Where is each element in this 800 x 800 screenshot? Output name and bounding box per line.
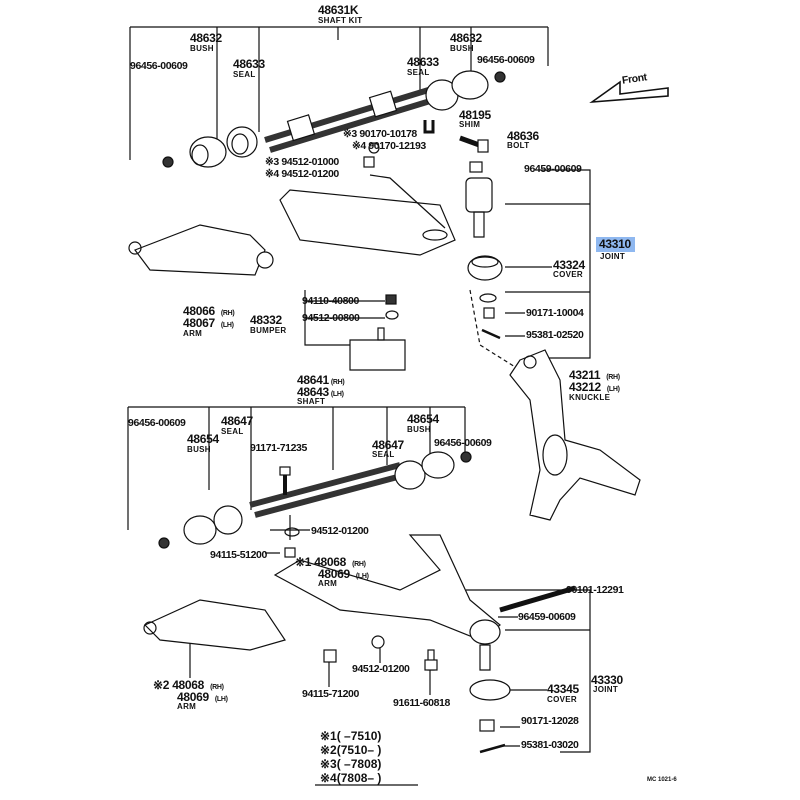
bumper-nut-part-number[interactable]: 94110-40800 — [302, 295, 359, 307]
upper-bush-left-part-number[interactable]: 48632 — [190, 31, 222, 45]
lower-nut-part-number[interactable]: 94115-51200 — [210, 549, 267, 561]
knuckle-drawing — [509, 349, 641, 521]
lower-joint-name: JOINT — [593, 685, 619, 694]
lower-arm-2-lh-part-number[interactable]: 48069(LH) — [177, 690, 228, 704]
upper-seal-left-part-number[interactable]: 48633 — [233, 57, 265, 71]
footnote-4: ※4(7808– ) — [320, 771, 382, 785]
lower-shaft-rh-part-number[interactable]: 48641(RH) — [297, 373, 345, 387]
bolt-part-number[interactable]: 48636 — [507, 129, 539, 143]
lower-arm-1-rh-part-number[interactable]: ※1 48068(RH) — [295, 555, 366, 569]
upper-seal-left-name: SEAL — [233, 70, 256, 79]
arm-bolt-part-number[interactable]: 90101-12291 — [566, 584, 624, 596]
washer-3-part-number[interactable]: ※3 94512-01000 — [265, 156, 339, 168]
lower-cover-name: COVER — [547, 695, 577, 704]
lower-fitting-left-part-number[interactable]: 96456-00609 — [128, 417, 186, 429]
lower-bolt-2-part-number[interactable]: 91611-60818 — [393, 697, 450, 709]
lower-seal-right-part-number[interactable]: 48647 — [372, 438, 404, 452]
lower-seal-right-name: SEAL — [372, 450, 395, 459]
lower-shaft-name: SHAFT — [297, 397, 326, 406]
lower-joint-fitting-part-number[interactable]: 96459-00609 — [518, 611, 576, 623]
upper-arm-drawing — [128, 174, 456, 371]
upper-seal-right-name: SEAL — [407, 68, 430, 77]
bumper-part-number[interactable]: 48332 — [250, 313, 282, 327]
lower-seal-left-part-number[interactable]: 48647 — [221, 414, 253, 428]
upper-bush-right-name: BUSH — [450, 44, 474, 53]
lower-arm-1-lh-part-number[interactable]: 48069(LH) — [318, 567, 369, 581]
lower-arm-2-name: ARM — [177, 702, 197, 711]
lower-seal-left-name: SEAL — [221, 427, 244, 436]
bumper-name: BUMPER — [250, 326, 287, 335]
lower-arm-2-rh-part-number[interactable]: ※2 48068(RH) — [153, 678, 224, 692]
upper-cover-name: COVER — [553, 270, 583, 279]
upper-seal-right-part-number[interactable]: 48633 — [407, 55, 439, 69]
lower-bush-right-name: BUSH — [407, 425, 431, 434]
lower-washer-part-number[interactable]: 94512-01200 — [311, 525, 369, 537]
upper-joint-fitting-part-number[interactable]: 96459-00609 — [524, 163, 582, 175]
drawing-code: MC 1021-6 — [647, 777, 677, 783]
upper-joint-nut-part-number[interactable]: 90171-10004 — [526, 307, 584, 319]
lower-cover-part-number[interactable]: 43345 — [547, 682, 579, 696]
knuckle-name: KNUCKLE — [569, 393, 611, 402]
upper-joint-part-number-highlighted[interactable]: 43310 — [596, 237, 635, 252]
upper-joint-name: JOINT — [600, 252, 626, 261]
upper-ball-joint-drawing — [465, 177, 521, 371]
upper-fitting-left-part-number[interactable]: 96456-00609 — [130, 60, 188, 72]
upper-shaft-kit-drawing — [162, 70, 506, 173]
lower-bolt-part-number[interactable]: 91171-71235 — [250, 442, 307, 454]
lower-washer-2-part-number[interactable]: 94512-01200 — [352, 663, 410, 675]
footnote-2: ※2(7510– ) — [320, 743, 382, 757]
footnote-1: ※1( –7510) — [320, 729, 382, 743]
knuckle-rh-part-number[interactable]: 43211(RH) — [569, 368, 620, 382]
lower-shaft-lh-part-number[interactable]: 48643(LH) — [297, 385, 344, 399]
upper-fitting-right-part-number[interactable]: 96456-00609 — [477, 54, 535, 66]
lower-nut-2-part-number[interactable]: 94115-71200 — [302, 688, 359, 700]
bolt-name: BOLT — [507, 141, 530, 150]
washer-4-part-number[interactable]: ※4 94512-01200 — [265, 168, 339, 180]
nut-3-part-number[interactable]: ※3 90170-10178 — [343, 128, 417, 140]
shaft-kit-part-number[interactable]: 48631K — [318, 3, 359, 17]
lower-bush-right-part-number[interactable]: 48654 — [407, 412, 439, 426]
lower-joint-part-number[interactable]: 43330 — [591, 673, 623, 687]
upper-bush-left-name: BUSH — [190, 44, 214, 53]
lower-arm-1-name: ARM — [318, 579, 338, 588]
footnote-3: ※3( –7808) — [320, 757, 382, 771]
upper-arm-rh-part-number[interactable]: 48066(RH) — [183, 304, 235, 318]
upper-joint-pin-part-number[interactable]: 95381-02520 — [526, 329, 584, 341]
upper-arm-name: ARM — [183, 329, 203, 338]
shim-name: SHIM — [459, 120, 481, 129]
upper-cover-part-number[interactable]: 43324 — [553, 258, 585, 272]
lower-shaft-drawing — [158, 451, 472, 558]
shaft-kit-name: SHAFT KIT — [318, 16, 363, 25]
lower-arm-drawing — [143, 534, 576, 754]
lower-fitting-right-part-number[interactable]: 96456-00609 — [434, 437, 492, 449]
leader-lines — [127, 26, 591, 753]
knuckle-lh-part-number[interactable]: 43212(LH) — [569, 380, 620, 394]
bumper-washer-part-number[interactable]: 94512-00800 — [302, 312, 360, 324]
lower-joint-pin-part-number[interactable]: 95381-03020 — [521, 739, 579, 751]
nut-4-part-number[interactable]: ※4 90170-12193 — [352, 140, 426, 152]
upper-arm-lh-part-number[interactable]: 48067(LH) — [183, 316, 234, 330]
lower-bush-left-part-number[interactable]: 48654 — [187, 432, 219, 446]
upper-bush-right-part-number[interactable]: 48632 — [450, 31, 482, 45]
shim-part-number[interactable]: 48195 — [459, 108, 491, 122]
front-arrow-shape — [589, 80, 669, 104]
lower-joint-nut-part-number[interactable]: 90171-12028 — [521, 715, 579, 727]
lower-bush-left-name: BUSH — [187, 445, 211, 454]
